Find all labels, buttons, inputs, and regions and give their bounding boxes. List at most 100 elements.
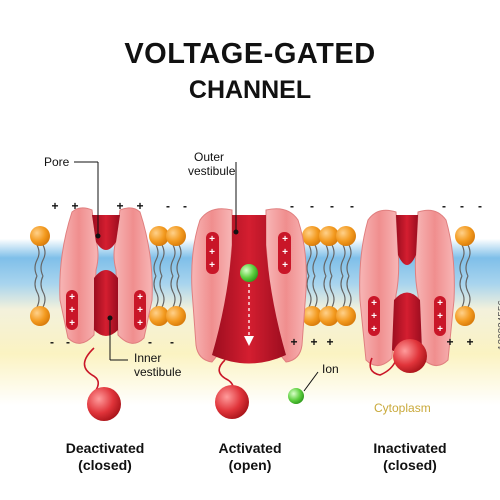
minus-charge: - <box>66 335 70 349</box>
lipid-head <box>302 226 322 246</box>
caption-deactivated: Deactivated (closed) <box>40 440 170 474</box>
minus-charge: - <box>166 199 170 213</box>
lipid-tail <box>170 244 176 277</box>
plus-charge: + <box>437 298 443 309</box>
minus-charge: - <box>330 199 334 213</box>
ion-in-pore <box>240 264 258 282</box>
lipid-tail <box>323 244 329 277</box>
region-extracellular: Extracellular space <box>330 176 432 190</box>
lipid-tail <box>153 275 159 308</box>
plus-charge: + <box>71 199 78 213</box>
lipid-tail <box>176 275 182 308</box>
lipid-tail <box>159 244 165 277</box>
lipid-tail <box>176 244 182 277</box>
plus-charge: + <box>282 247 288 258</box>
lipid-tail <box>340 244 346 277</box>
minus-charge: - <box>170 335 174 349</box>
minus-charge: - <box>310 199 314 213</box>
leader-lines <box>74 161 319 392</box>
lipid-tail <box>346 275 352 308</box>
label-outer-vestibule-2: vestibule <box>188 164 236 178</box>
minus-charge: - <box>50 335 54 349</box>
lipid-tail <box>312 275 318 308</box>
minus-charge: - <box>183 199 187 213</box>
lipid-tail <box>465 275 471 308</box>
caption-deactivated-state: Deactivated <box>65 440 145 456</box>
label-inner-vestibule-1: Inner <box>134 351 162 365</box>
inactivation-ball <box>87 387 121 421</box>
plus-charge: + <box>69 292 75 303</box>
lipid-head <box>336 306 356 326</box>
plus-charge: + <box>137 318 143 329</box>
plus-charge: + <box>209 260 215 271</box>
label-inner-vestibule-2: vestibule <box>134 365 182 379</box>
lipid-tail <box>459 244 465 277</box>
lipid-head <box>319 306 339 326</box>
lipid-tail <box>306 244 312 277</box>
plus-charge: + <box>282 260 288 271</box>
plus-charge: + <box>136 199 143 213</box>
lipid-head <box>319 226 339 246</box>
plus-charge: + <box>446 335 453 349</box>
lipid-head <box>455 306 475 326</box>
inactivation-ball <box>393 339 427 373</box>
minus-charge: - <box>290 199 294 213</box>
caption-inactivated-state: Inactivated <box>373 440 447 456</box>
lipid-tail <box>34 244 40 277</box>
ion-legend-marker <box>288 388 304 404</box>
minus-charge: - <box>442 199 446 213</box>
plus-charge: + <box>371 324 377 335</box>
lipid-tail <box>329 244 335 277</box>
lipid-tail <box>323 275 329 308</box>
minus-charge: - <box>460 199 464 213</box>
lipid-tail <box>306 275 312 308</box>
caption-inactivated-status: (closed) <box>383 457 437 473</box>
lipid-heads <box>30 226 475 326</box>
label-ion: Ion <box>322 362 339 376</box>
lipid-tail <box>153 244 159 277</box>
lipid-head <box>149 226 169 246</box>
channel-activated <box>191 208 307 364</box>
lipid-head <box>302 306 322 326</box>
channel-deactivated <box>59 207 153 344</box>
lipid-head <box>166 226 186 246</box>
plus-charge: + <box>371 298 377 309</box>
plus-charge: + <box>69 318 75 329</box>
plus-charge: + <box>116 199 123 213</box>
minus-charge: - <box>478 199 482 213</box>
lipid-head <box>30 306 50 326</box>
plus-charge: + <box>326 335 333 349</box>
lipid-tail <box>40 275 46 308</box>
lipid-tail <box>34 275 40 308</box>
plus-charge: + <box>290 335 297 349</box>
caption-inactivated: Inactivated (closed) <box>350 440 470 474</box>
plus-charge: + <box>209 234 215 245</box>
lipid-tail <box>170 275 176 308</box>
caption-deactivated-status: (closed) <box>78 457 132 473</box>
plus-charge: + <box>282 234 288 245</box>
plus-charge: + <box>69 305 75 316</box>
label-outer-vestibule-1: Outer <box>194 150 225 164</box>
lipid-tail <box>340 275 346 308</box>
caption-activated: Activated (open) <box>190 440 310 474</box>
caption-activated-status: (open) <box>228 457 272 473</box>
lipid-tail <box>312 244 318 277</box>
lipid-tail <box>40 244 46 277</box>
lipid-head <box>149 306 169 326</box>
plus-charge: + <box>51 199 58 213</box>
caption-activated-state: Activated <box>218 440 282 456</box>
lipid-head <box>166 306 186 326</box>
plus-charge: + <box>137 292 143 303</box>
plus-charge: + <box>310 335 317 349</box>
plus-charge: + <box>371 311 377 322</box>
plus-charge: + <box>437 311 443 322</box>
lipid-tail <box>465 244 471 277</box>
lipid-tail <box>459 275 465 308</box>
lipid-tail <box>159 275 165 308</box>
lipid-tail <box>329 275 335 308</box>
region-cytoplasm: Cytoplasm <box>374 401 431 415</box>
title-line-2: CHANNEL <box>188 76 312 104</box>
lipid-tail <box>346 244 352 277</box>
lipid-head <box>336 226 356 246</box>
